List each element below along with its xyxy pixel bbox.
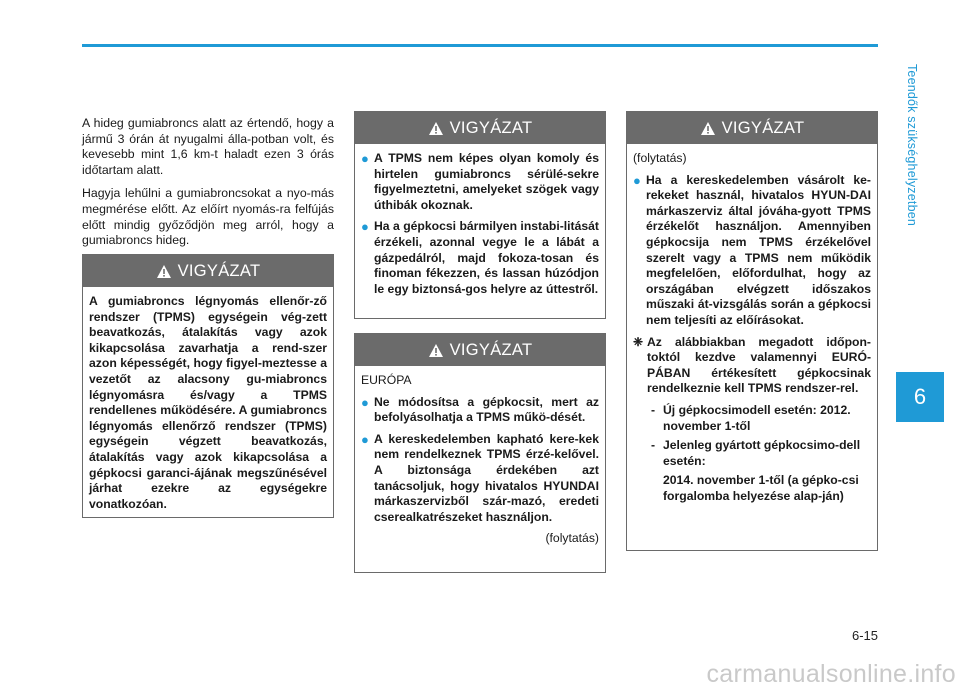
dash-marker: - bbox=[651, 438, 656, 453]
list-item: ● A TPMS nem képes olyan komoly és hirtel… bbox=[361, 151, 599, 213]
list-item-text: Ha a kereskedelemben vásárolt ke-rekeket… bbox=[646, 172, 871, 327]
side-label: Teendők szükséghelyzetben bbox=[892, 0, 932, 290]
dash-item-continued: 2014. november 1-től (a gépko-csi forgal… bbox=[651, 473, 871, 504]
warning-body: ● A TPMS nem képes olyan komoly és hirtel… bbox=[355, 144, 605, 311]
warning-title: VIGYÁZAT bbox=[449, 118, 533, 137]
warning-body: A gumiabroncs légnyomás ellenőr-ző rends… bbox=[83, 287, 333, 520]
bullet-dot-icon: ● bbox=[633, 172, 641, 188]
watermark: carmanualsonline.info bbox=[706, 660, 956, 688]
warning-box-tpms-limits: VIGYÁZAT ● A TPMS nem képes olyan komoly … bbox=[354, 111, 606, 319]
dash-text: Jelenleg gyártott gépkocsimo-dell esetén… bbox=[663, 438, 861, 468]
dash-item: -Jelenleg gyártott gépkocsimo-dell eseté… bbox=[651, 438, 871, 469]
dash-spacer bbox=[651, 473, 663, 504]
warning-header: VIGYÁZAT bbox=[627, 112, 877, 144]
top-rule bbox=[82, 44, 878, 47]
bullet-dot-icon: ● bbox=[361, 151, 369, 166]
warning-header: VIGYÁZAT bbox=[355, 334, 605, 366]
intro-paragraph-1: A hideg gumiabroncs alatt az értendő, ho… bbox=[82, 116, 334, 177]
dash-text: Új gépkocsimodell esetén: 2012. november… bbox=[663, 402, 851, 433]
warning-triangle-icon bbox=[156, 264, 171, 278]
note-star-icon: ❈ bbox=[633, 334, 644, 349]
list-item: ● Ha a kereskedelemben vásárolt ke-rekeke… bbox=[633, 173, 871, 329]
warning-title: VIGYÁZAT bbox=[449, 340, 533, 359]
continued-label: (folytatás) bbox=[545, 531, 599, 546]
bullet-dot-icon: ● bbox=[361, 431, 369, 447]
warning-title: VIGYÁZAT bbox=[177, 261, 261, 280]
warning-triangle-icon bbox=[428, 343, 443, 357]
bullet-dot-icon: ● bbox=[361, 219, 369, 235]
list-item: ● A kereskedelemben kapható kere-kek nem … bbox=[361, 432, 599, 526]
list-item: ● Ha a gépkocsi bármilyen instabi-litását… bbox=[361, 219, 599, 297]
warning-body: EURÓPA ● Ne módosítsa a gépkocsit, mert a… bbox=[355, 366, 605, 555]
warning-body: (folytatás) ● Ha a kereskedelemben vásáro… bbox=[627, 144, 877, 516]
warning-title: VIGYÁZAT bbox=[721, 118, 805, 137]
list-item-text: A kereskedelemben kapható kere-kek nem r… bbox=[374, 431, 599, 524]
continued-label: (folytatás) bbox=[633, 151, 687, 165]
chapter-tab: 6 bbox=[896, 372, 944, 422]
dash-item: -Új gépkocsimodell esetén: 2012. novembe… bbox=[651, 403, 871, 434]
side-label-text: Teendők szükséghelyzetben bbox=[905, 63, 919, 227]
warning-triangle-icon bbox=[428, 121, 443, 135]
note-text: Az alábbiakban megadott időpon-toktól ke… bbox=[647, 334, 871, 396]
warning-triangle-icon bbox=[700, 121, 715, 135]
warning-box-europe: VIGYÁZAT EURÓPA ● Ne módosítsa a gépkocsi… bbox=[354, 333, 606, 573]
note-item: ❈Az alábbiakban megadott időpon-toktól k… bbox=[633, 335, 871, 397]
warning-text: A gumiabroncs légnyomás ellenőr-ző rends… bbox=[89, 294, 327, 511]
page-number: 6-15 bbox=[851, 628, 878, 643]
list-item-text: A TPMS nem képes olyan komoly és hirtele… bbox=[374, 151, 599, 212]
region-heading: EURÓPA bbox=[361, 373, 412, 387]
dash-marker: - bbox=[651, 402, 656, 417]
bullet-dot-icon: ● bbox=[361, 394, 369, 410]
warning-box-tampering: VIGYÁZAT A gumiabroncs légnyomás ellenőr… bbox=[82, 254, 334, 518]
list-item: ● Ne módosítsa a gépkocsit, mert az befol… bbox=[361, 395, 599, 426]
warning-header: VIGYÁZAT bbox=[355, 112, 605, 144]
warning-header: VIGYÁZAT bbox=[83, 255, 333, 287]
intro-paragraph-2: Hagyja lehűlni a gumiabroncsokat a nyo-m… bbox=[82, 186, 334, 248]
dash-text: 2014. november 1-től (a gépko-csi forgal… bbox=[663, 473, 859, 503]
list-item-text: Ne módosítsa a gépkocsit, mert az befoly… bbox=[374, 394, 599, 425]
warning-box-continued: VIGYÁZAT (folytatás) ● Ha a kereskedelemb… bbox=[626, 111, 878, 551]
list-item-text: Ha a gépkocsi bármilyen instabi-litását … bbox=[374, 219, 599, 296]
intro-text: A hideg gumiabroncs alatt az értendő, ho… bbox=[82, 116, 334, 257]
